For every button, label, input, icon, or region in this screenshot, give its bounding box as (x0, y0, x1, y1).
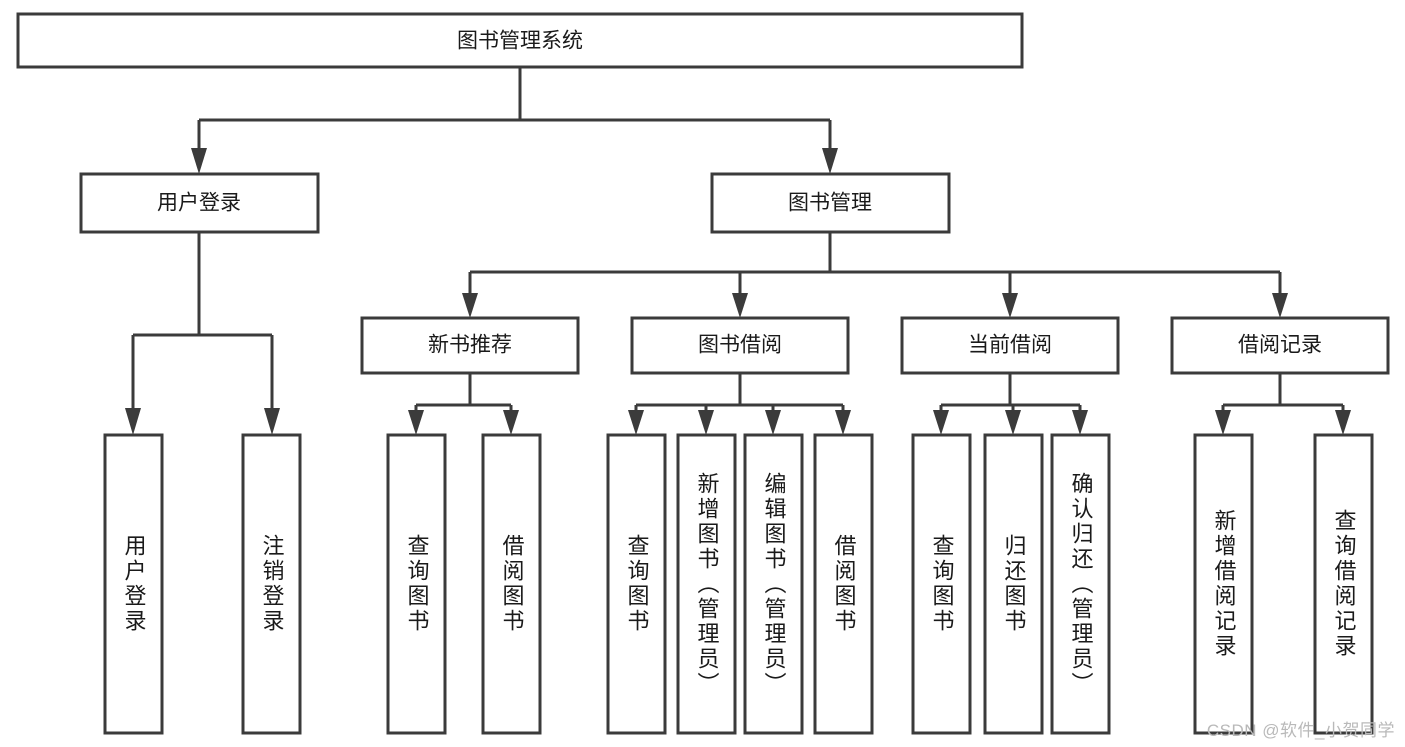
node-book-borrow-box[interactable] (630, 316, 850, 375)
leaf-borrow-book-rec-box[interactable] (481, 433, 542, 735)
arrow-head-book-borrow (732, 293, 748, 318)
node-user-login-label: 用户登录 (157, 192, 241, 215)
node-current-borrow[interactable]: 当前借阅 (900, 316, 1120, 375)
leaf-borrow-book-box[interactable] (813, 433, 874, 735)
connector-book-manage-to-level3 (462, 232, 1288, 318)
arrow-head-leaf-logout (264, 408, 280, 435)
node-borrow-record-label: 借阅记录 (1238, 334, 1322, 357)
arrow-head-borrow-record (1272, 293, 1288, 318)
leaf-return-book-box[interactable] (983, 433, 1044, 735)
leaf-query-book-rec-box[interactable] (386, 433, 447, 735)
connector-root-to-level2 (191, 67, 838, 174)
leaf-add-book-admin-box[interactable] (676, 433, 737, 735)
arrow-head-leaf-query-book-current (933, 410, 949, 435)
node-current-borrow-box[interactable] (900, 316, 1120, 375)
node-new-book-rec[interactable]: 新书推荐 (360, 316, 580, 375)
leaf-query-book-borrow-box[interactable] (606, 433, 667, 735)
arrow-head-leaf-query-borrow-record (1335, 410, 1351, 435)
node-book-manage-box[interactable] (710, 172, 951, 234)
node-book-manage-label: 图书管理 (788, 192, 872, 215)
arrow-head-leaf-add-borrow-record (1215, 410, 1231, 435)
connector-user-login-to-leaves (125, 232, 280, 435)
leaf-user-login-box[interactable] (103, 433, 164, 735)
node-new-book-rec-box[interactable] (360, 316, 580, 375)
node-new-book-rec-label: 新书推荐 (428, 334, 512, 357)
arrow-head-leaf-add-book-admin (698, 410, 714, 435)
arrow-head-new-book-rec (462, 293, 478, 318)
node-user-login[interactable]: 用户登录 (79, 172, 320, 234)
arrow-head-leaf-return-book (1005, 410, 1021, 435)
connector-borrow-record-to-leaves (1215, 373, 1351, 435)
leaf-query-borrow-record-box[interactable] (1313, 433, 1374, 735)
arrow-head-leaf-borrow-book-rec (503, 410, 519, 435)
node-current-borrow-label: 当前借阅 (968, 334, 1052, 357)
arrow-head-leaf-query-book-rec (408, 410, 424, 435)
node-borrow-record[interactable]: 借阅记录 (1170, 316, 1390, 375)
node-root[interactable]: 图书管理系统 (16, 12, 1024, 69)
arrow-head-book-manage (822, 148, 838, 174)
watermark-text: CSDN @软件_小贺同学 (1206, 721, 1395, 740)
leaf-query-book-current-box[interactable] (911, 433, 972, 735)
node-user-login-box[interactable] (79, 172, 320, 234)
arrow-head-leaf-confirm-return-admin (1072, 410, 1088, 435)
node-book-manage[interactable]: 图书管理 (710, 172, 951, 234)
node-root-box[interactable] (16, 12, 1024, 69)
node-root-label: 图书管理系统 (457, 30, 583, 53)
node-book-borrow-label: 图书借阅 (698, 334, 782, 357)
arrow-head-leaf-edit-book-admin (765, 410, 781, 435)
node-borrow-record-box[interactable] (1170, 316, 1390, 375)
leaf-confirm-return-admin-box[interactable] (1050, 433, 1111, 735)
arrow-head-current-borrow (1002, 293, 1018, 318)
connector-book-borrow-to-leaves (628, 373, 851, 435)
arrow-head-user-login (191, 148, 207, 174)
leaf-logout-box[interactable] (241, 433, 302, 735)
arrow-head-leaf-user-login (125, 408, 141, 435)
arrow-head-leaf-query-book-borrow (628, 410, 644, 435)
arrow-head-leaf-borrow-book (835, 410, 851, 435)
leaf-edit-book-admin-box[interactable] (743, 433, 804, 735)
node-book-borrow[interactable]: 图书借阅 (630, 316, 850, 375)
connector-new-book-rec-to-leaves (408, 373, 519, 435)
leaf-add-borrow-record-box[interactable] (1193, 433, 1254, 735)
leaf-boxes-group (103, 433, 1374, 735)
connector-current-borrow-to-leaves (933, 373, 1088, 435)
